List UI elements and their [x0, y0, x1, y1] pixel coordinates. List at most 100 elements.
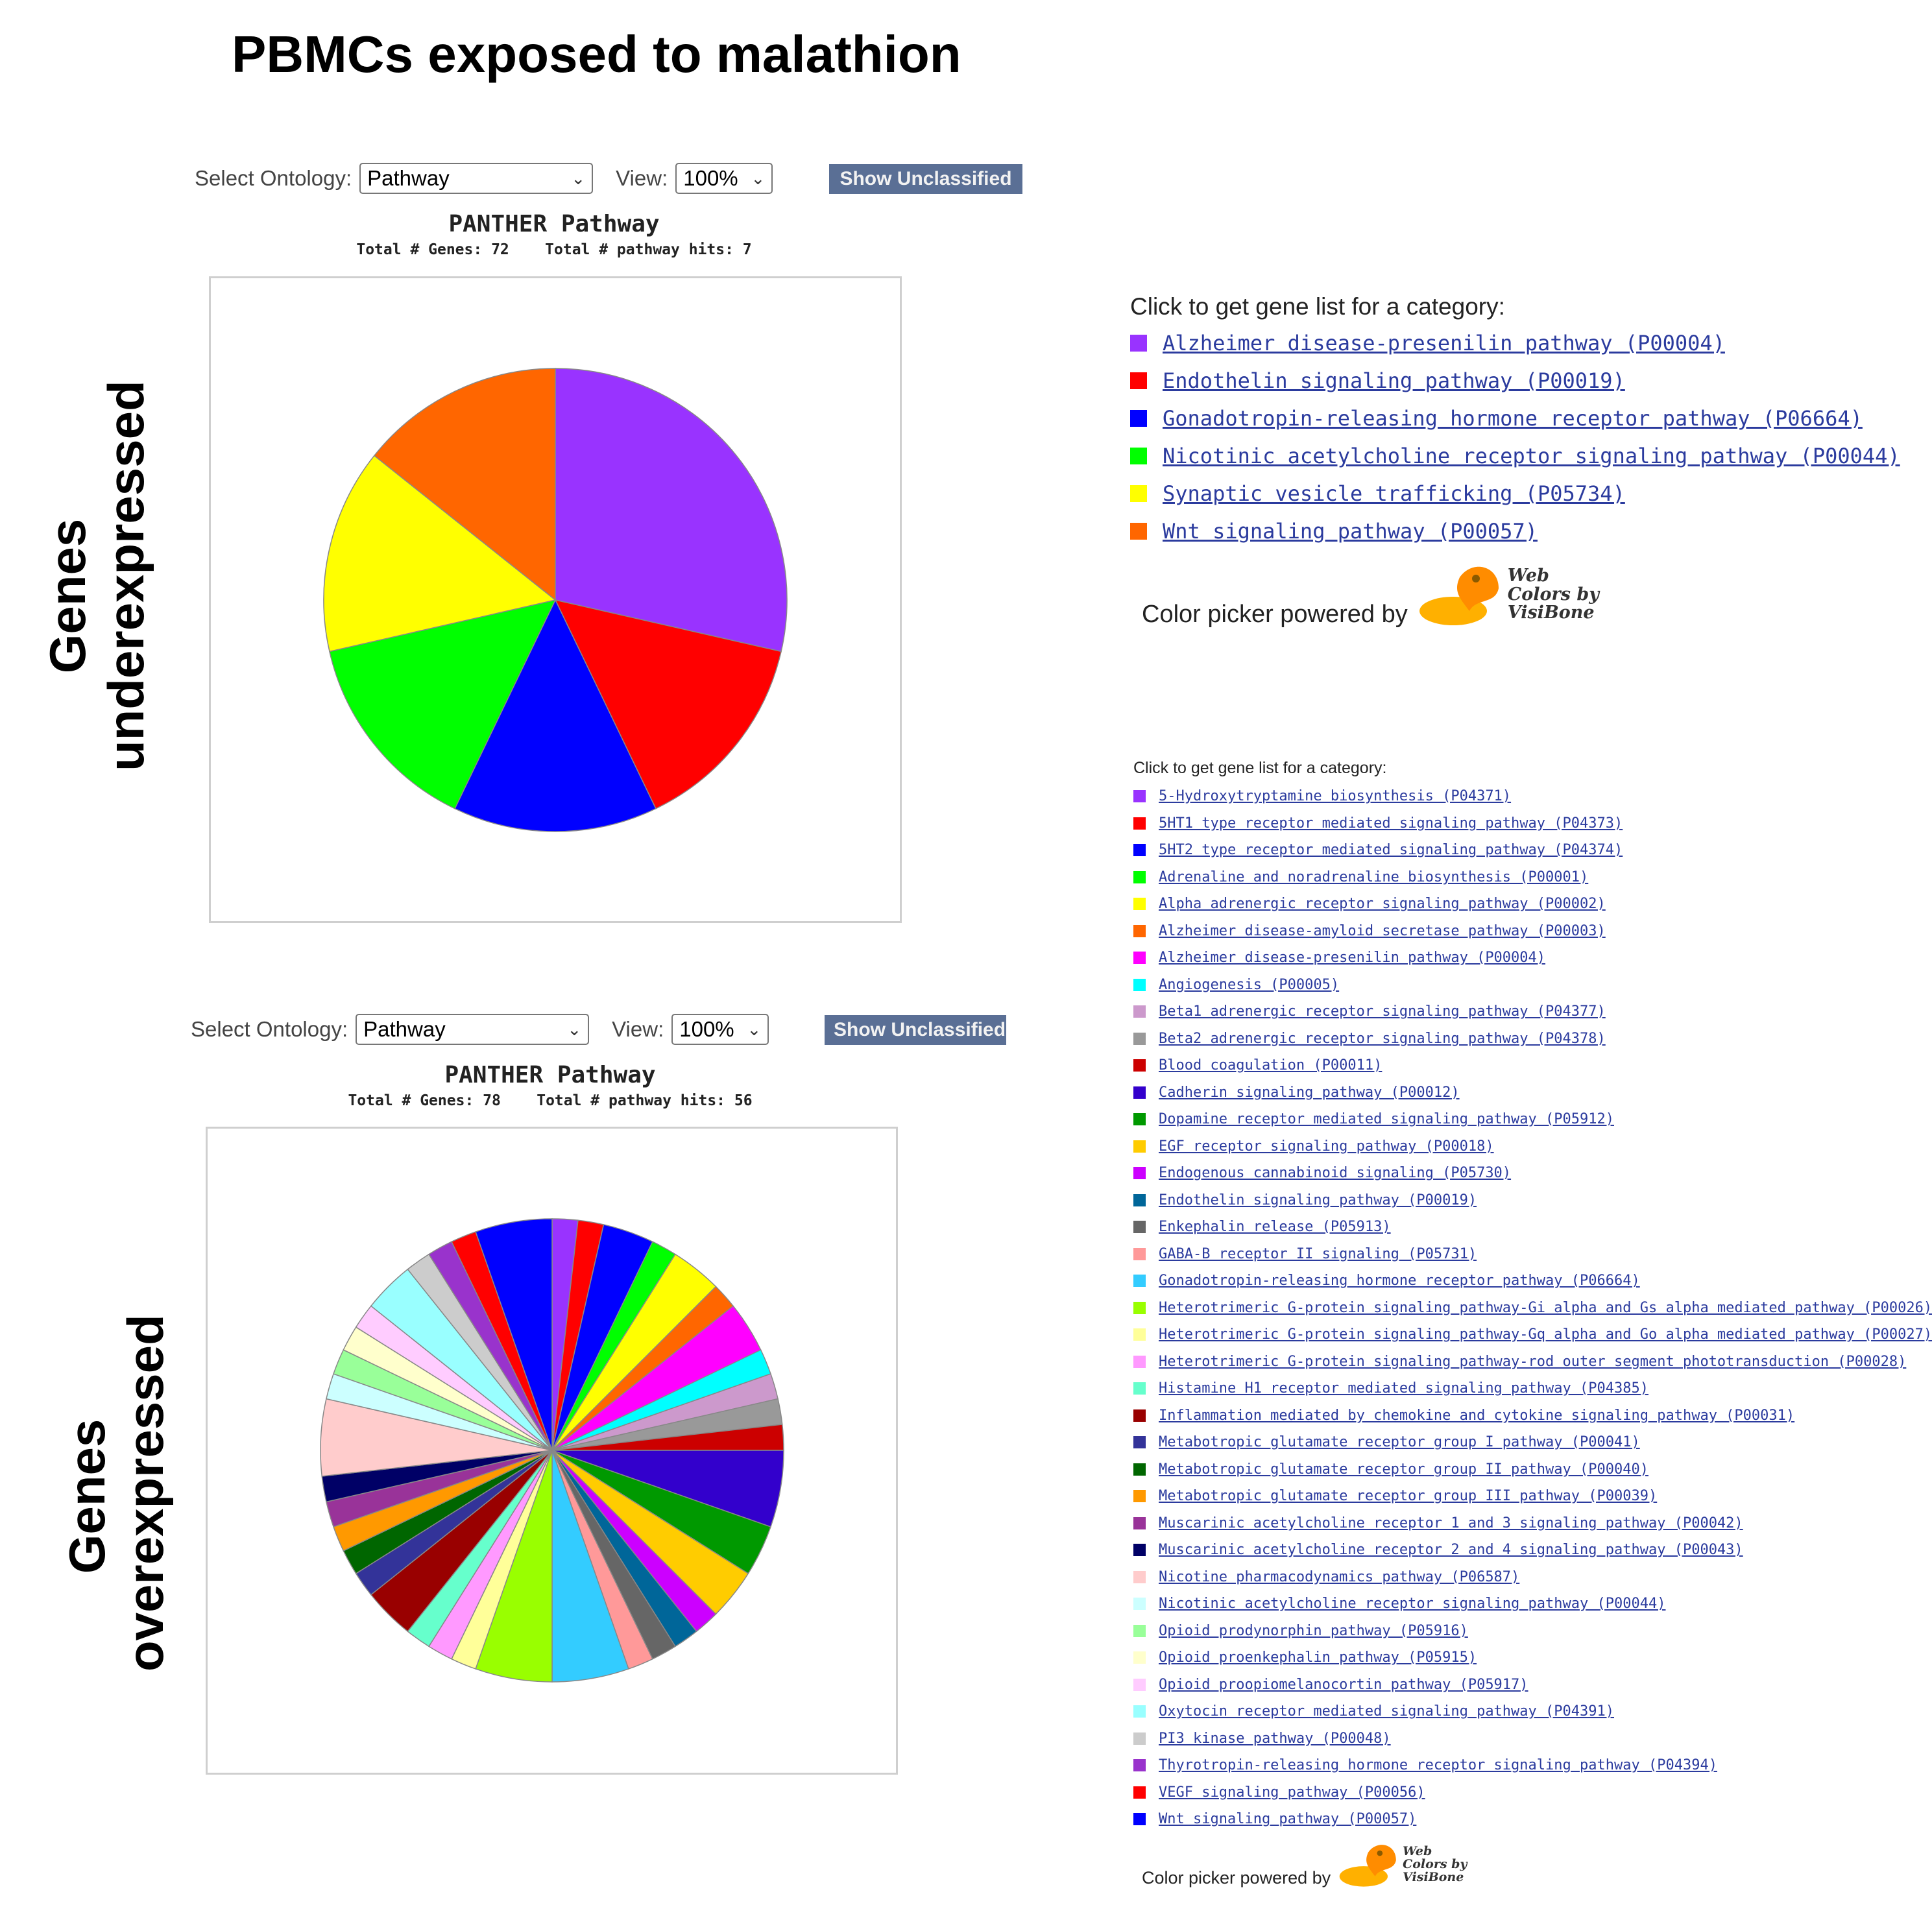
legend-item: Inflammation mediated by chemokine and c… [1133, 1402, 1932, 1430]
show-unclassified-button[interactable]: Show Unclassified [825, 1015, 1006, 1045]
legend-item: Synaptic vesicle trafficking (P05734) [1130, 475, 1900, 512]
legend-swatch [1133, 1382, 1146, 1395]
legend-link[interactable]: Angiogenesis (P00005) [1159, 976, 1340, 993]
legend-item: Thyrotropin-releasing hormone receptor s… [1133, 1752, 1932, 1779]
ontology-select-value: Pathway [367, 166, 450, 190]
legend-link[interactable]: Opioid prodynorphin pathway (P05916) [1159, 1622, 1468, 1639]
visibone-logo[interactable]: Web Colors by VisiBone [1414, 559, 1599, 630]
legend-item: Nicotinic acetylcholine receptor signali… [1130, 437, 1900, 475]
legend-item: Nicotine pharmacodynamics pathway (P0658… [1133, 1564, 1932, 1591]
legend-link[interactable]: Opioid proenkephalin pathway (P05915) [1159, 1649, 1477, 1666]
legend-swatch [1133, 1759, 1146, 1772]
view-select[interactable]: 100% ⌄ [675, 163, 773, 194]
legend-link[interactable]: Nicotine pharmacodynamics pathway (P0658… [1159, 1568, 1520, 1585]
legend-swatch [1133, 1113, 1146, 1126]
legend-link[interactable]: EGF receptor signaling pathway (P00018) [1159, 1138, 1494, 1155]
legend-item: Opioid prodynorphin pathway (P05916) [1133, 1618, 1932, 1645]
legend-link[interactable]: Heterotrimeric G-protein signaling pathw… [1159, 1353, 1907, 1370]
chevron-down-icon: ⌄ [571, 168, 586, 188]
legend-swatch [1133, 1436, 1146, 1449]
pie-slice[interactable]: Alzheimer disease-presenilin pathway (P0… [555, 368, 788, 653]
legend-item: Angiogenesis (P00005) [1133, 972, 1932, 999]
legend-link[interactable]: Endothelin signaling pathway (P00019) [1163, 368, 1625, 393]
legend-link[interactable]: Thyrotropin-releasing hormone receptor s… [1159, 1757, 1717, 1774]
legend-swatch [1133, 1463, 1146, 1476]
legend-link[interactable]: Adrenaline and noradrenaline biosynthesi… [1159, 869, 1589, 885]
ontology-label: Select Ontology: [195, 166, 352, 190]
legend-link[interactable]: 5-Hydroxytryptamine biosynthesis (P04371… [1159, 788, 1512, 805]
legend-link[interactable]: VEGF signaling pathway (P00056) [1159, 1784, 1425, 1801]
legend-link[interactable]: Opioid proopiomelanocortin pathway (P059… [1159, 1676, 1528, 1693]
legend-item: Metabotropic glutamate receptor group I … [1133, 1429, 1932, 1456]
legend-link[interactable]: Alzheimer disease-presenilin pathway (P0… [1159, 950, 1546, 966]
pie-slice[interactable]: Gonadotropin-releasing hormone receptor … [454, 599, 657, 832]
legend-link[interactable]: 5HT2 type receptor mediated signaling pa… [1159, 842, 1623, 859]
pie-slice[interactable]: Wnt signaling pathway (P00057) [475, 1218, 553, 1451]
legend-link[interactable]: PI3 kinase pathway (P00048) [1159, 1730, 1391, 1747]
legend-link[interactable]: Synaptic vesicle trafficking (P05734) [1163, 481, 1625, 506]
legend-swatch [1133, 1705, 1146, 1718]
ontology-select[interactable]: Pathway ⌄ [359, 163, 594, 194]
pie-slice[interactable]: Endothelin signaling pathway (P00019) [554, 599, 782, 809]
row-label-line-1: Genes [39, 518, 96, 674]
legend-swatch [1133, 1086, 1146, 1099]
legend-link[interactable]: Beta1 adrenergic receptor signaling path… [1159, 1003, 1606, 1020]
legend-item: Heterotrimeric G-protein signaling pathw… [1133, 1321, 1932, 1349]
legend-link[interactable]: Muscarinic acetylcholine receptor 1 and … [1159, 1515, 1743, 1531]
legend-link[interactable]: Nicotinic acetylcholine receptor signali… [1159, 1596, 1666, 1612]
pie-slice[interactable]: Nicotinic acetylcholine receptor signali… [329, 599, 557, 809]
category-legend-overexpressed: Click to get gene list for a category: 5… [1133, 759, 1932, 1833]
chart-subtitle: Total # Genes: 72 Total # pathway hits: … [356, 241, 752, 258]
legend-item: Cadherin signaling pathway (P00012) [1133, 1079, 1932, 1107]
legend-item: 5HT2 type receptor mediated signaling pa… [1133, 837, 1932, 864]
legend-link[interactable]: Alzheimer disease-presenilin pathway (P0… [1163, 331, 1725, 355]
visibone-logo-icon [1419, 566, 1499, 625]
legend-link[interactable]: Endothelin signaling pathway (P00019) [1159, 1192, 1477, 1208]
view-select[interactable]: 100% ⌄ [671, 1014, 769, 1045]
view-select-value: 100% [683, 166, 738, 190]
legend-link[interactable]: Histamine H1 receptor mediated signaling… [1159, 1380, 1648, 1397]
pie-chart-frame: Alzheimer disease-presenilin pathway (P0… [209, 276, 902, 923]
legend-link[interactable]: Gonadotropin-releasing hormone receptor … [1163, 406, 1863, 431]
legend-link[interactable]: Dopamine receptor mediated signaling pat… [1159, 1111, 1614, 1128]
legend-swatch [1133, 817, 1146, 830]
logo-line-3: VisiBone [1507, 603, 1595, 623]
legend-link[interactable]: Heterotrimeric G-protein signaling pathw… [1159, 1326, 1932, 1343]
legend-link[interactable]: Endogenous cannabinoid signaling (P05730… [1159, 1165, 1512, 1182]
legend-link[interactable]: Wnt signaling pathway (P00057) [1163, 519, 1538, 544]
pie-slice[interactable]: Synaptic vesicle trafficking (P05734) [323, 455, 557, 653]
legend-link[interactable]: Heterotrimeric G-protein signaling pathw… [1159, 1299, 1932, 1316]
legend-link[interactable]: Metabotropic glutamate receptor group II… [1159, 1461, 1648, 1478]
row-label-underexpressed: Genes underexpressed [39, 380, 162, 771]
visibone-logo[interactable]: Web Colors by VisiBone [1336, 1839, 1467, 1891]
legend-item: Metabotropic glutamate receptor group II… [1133, 1456, 1932, 1483]
legend-swatch [1133, 1786, 1146, 1799]
row-label-line-2: underexpressed [97, 380, 154, 771]
legend-link[interactable]: 5HT1 type receptor mediated signaling pa… [1159, 815, 1623, 832]
legend-link[interactable]: Inflammation mediated by chemokine and c… [1159, 1407, 1795, 1424]
show-unclassified-button[interactable]: Show Unclassified [829, 164, 1022, 194]
legend-link[interactable]: Wnt signaling pathway (P00057) [1159, 1811, 1417, 1828]
legend-link[interactable]: Alzheimer disease-amyloid secretase path… [1159, 922, 1606, 939]
legend-swatch [1133, 1516, 1146, 1529]
legend-swatch [1133, 1598, 1146, 1611]
legend-item: Alzheimer disease-presenilin pathway (P0… [1133, 944, 1932, 972]
legend-link[interactable]: Metabotropic glutamate receptor group II… [1159, 1488, 1658, 1505]
legend-link[interactable]: Gonadotropin-releasing hormone receptor … [1159, 1273, 1640, 1289]
legend-link[interactable]: Metabotropic glutamate receptor group I … [1159, 1434, 1640, 1451]
legend-item: Oxytocin receptor mediated signaling pat… [1133, 1698, 1932, 1725]
legend-swatch [1133, 1678, 1146, 1691]
ontology-select[interactable]: Pathway ⌄ [356, 1014, 590, 1045]
legend-link[interactable]: Nicotinic acetylcholine receptor signali… [1163, 444, 1900, 468]
legend-link[interactable]: Enkephalin release (P05913) [1159, 1219, 1391, 1236]
row-label-line-2: overexpressed [116, 1314, 174, 1672]
legend-link[interactable]: Cadherin signaling pathway (P00012) [1159, 1084, 1460, 1101]
legend-link[interactable]: Alpha adrenergic receptor signaling path… [1159, 896, 1606, 913]
legend-link[interactable]: Blood coagulation (P00011) [1159, 1057, 1383, 1074]
legend-link[interactable]: GABA-B receptor II signaling (P05731) [1159, 1245, 1477, 1262]
legend-heading: Click to get gene list for a category: [1133, 759, 1387, 777]
pie-slice[interactable]: Wnt signaling pathway (P00057) [373, 368, 556, 601]
legend-link[interactable]: Oxytocin receptor mediated signaling pat… [1159, 1703, 1614, 1720]
legend-link[interactable]: Beta2 adrenergic receptor signaling path… [1159, 1030, 1606, 1047]
legend-link[interactable]: Muscarinic acetylcholine receptor 2 and … [1159, 1542, 1743, 1559]
